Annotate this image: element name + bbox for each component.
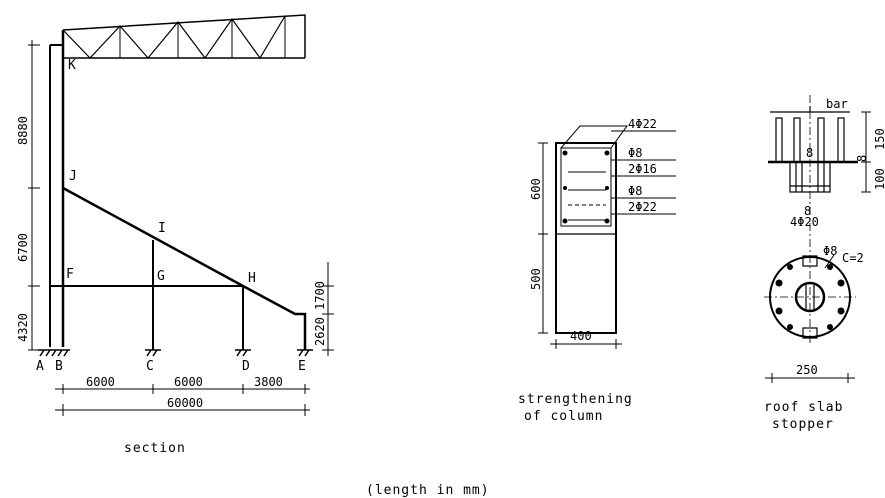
stopper-detail [764,95,871,383]
node-k: K [68,58,76,73]
stopper-dim-150: 150 [873,128,885,150]
dim-400: 400 [570,329,592,343]
section-dimension-text: 8880 6700 4320 1700 2620 6000 6000 3800 … [16,116,327,410]
bar-phi8-bottom: Φ8 [628,184,642,198]
stopper-c-label: C=2 [842,251,864,265]
height-8880: 8880 [16,116,30,145]
column-dimension-lines [538,142,622,349]
stopper-bar-label: bar [826,97,848,111]
stopper-dim-250: 250 [796,363,818,377]
node-c: C [146,359,154,374]
node-g: G [157,269,165,284]
span-2: 6000 [174,375,203,389]
node-j: J [69,169,77,184]
rebar-dots [562,150,610,224]
bar-4phi22: 4Φ22 [628,117,657,131]
span-1: 6000 [86,375,115,389]
stopper-dimension-lines [765,111,871,383]
dim-600: 600 [529,178,543,200]
column-detail [538,125,676,349]
node-e: E [298,359,306,374]
stopper-dim-8-mid: 8 [804,204,811,218]
stopper-dim-8-top: 8 [806,146,813,160]
bar-2phi16: 2Φ16 [628,162,657,176]
node-f: F [66,267,74,282]
stopper-caption-line2: stopper [772,417,834,432]
column-caption-line2: of column [524,409,603,424]
roof-truss [62,14,306,60]
height-6700: 6700 [16,233,30,262]
stand-rafter [62,186,307,350]
supports [38,349,313,357]
stopper-bar-4phi20: 4Φ20 [790,215,819,229]
stopper-caption-line1: roof slab [764,400,843,415]
right-dim-2620: 2620 [313,317,327,346]
bar-phi8-top: Φ8 [628,146,642,160]
right-dim-1700: 1700 [313,281,327,310]
stopper-weld: Φ8 [823,244,837,258]
bar-2phi22: 2Φ22 [628,200,657,214]
dim-500: 500 [529,268,543,290]
units-note: (length in mm) [366,483,490,498]
node-labels: K J I F G H A B C D E [36,58,306,374]
span-3: 3800 [254,375,283,389]
bottom-dimension [55,384,310,416]
section-view [28,14,334,416]
stirrup-box [560,147,612,227]
total-span: 60000 [167,396,203,410]
node-a: A [36,359,44,374]
stopper-text: bar 150 100 8 8 8 4Φ20 250 Φ8 C=2 [790,97,885,377]
node-b: B [55,359,63,374]
node-i: I [158,221,166,236]
column-outline [555,142,617,334]
left-dimension [28,40,40,351]
node-d: D [242,359,250,374]
node-h: H [248,271,256,286]
top-plate [560,125,628,149]
column-text: 4Φ22 Φ8 2Φ16 Φ8 2Φ22 600 500 400 [529,117,657,343]
height-4320: 4320 [16,313,30,342]
column-caption-line1: strengthening [518,392,633,407]
right-dimension [322,262,334,356]
stopper-dim-100: 100 [873,168,885,190]
bolt-holes [775,264,845,330]
section-caption: section [124,441,186,456]
stopper-dim-8-right: 8 [855,155,869,162]
leader-lines [611,130,676,215]
